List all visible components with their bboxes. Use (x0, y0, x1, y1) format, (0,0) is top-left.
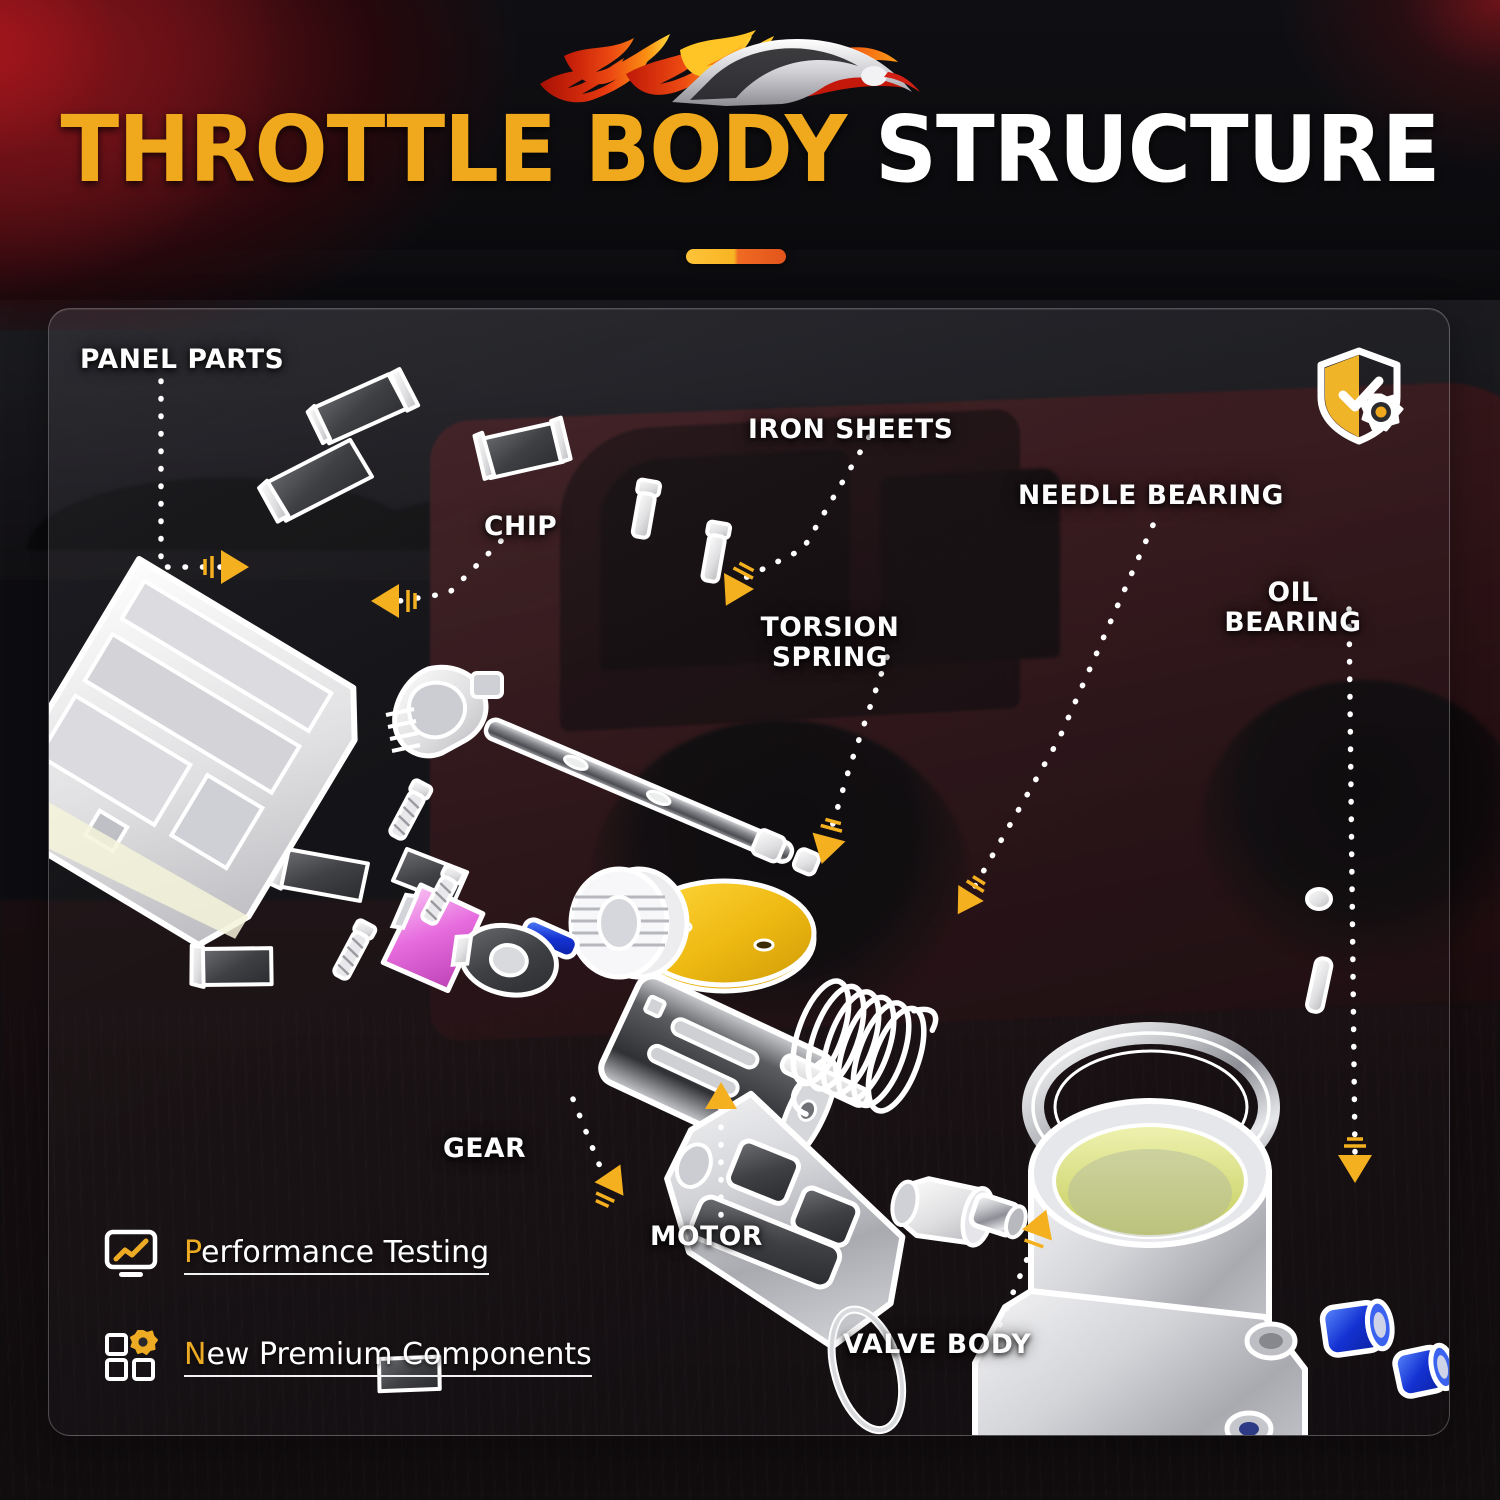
callout-valve-body: VALVE BODY (843, 1329, 1032, 1360)
part-screws-left (332, 778, 466, 981)
part-needle-bearing (968, 1192, 1028, 1240)
part-oil-bearings (1319, 1298, 1449, 1399)
page-title: THROTTLE BODY STRUCTURE (0, 104, 1500, 196)
feature-performance-testing: Performance Testing (104, 1228, 490, 1282)
part-iron-sheet-disc (631, 878, 817, 994)
callout-iron-sheets: IRON SHEETS (748, 414, 954, 445)
callout-panel-parts: PANEL PARTS (80, 344, 285, 375)
part-screws-top (630, 477, 733, 584)
callout-torsion-spring: TORSION SPRING (760, 612, 900, 674)
page-title-part-1: THROTTLE BODY (60, 96, 876, 203)
callout-chip: CHIP (484, 511, 558, 542)
part-small-pins (1305, 887, 1334, 1014)
feature-2-first-letter: N (184, 1337, 207, 1372)
callout-motor: MOTOR (650, 1221, 763, 1252)
title-divider (686, 249, 786, 264)
part-gear (520, 866, 690, 980)
callout-oil-bearing: OIL BEARING (1224, 577, 1362, 639)
page-title-part-2: STRUCTURE (875, 96, 1440, 203)
feature-new-premium-components: New Premium Components (104, 1330, 592, 1384)
callout-needle-bearing: NEEDLE BEARING (1018, 480, 1284, 511)
part-chip (380, 882, 486, 994)
callout-gear: GEAR (443, 1133, 527, 1164)
part-panel-body (49, 556, 358, 948)
chart-monitor-icon (104, 1228, 158, 1282)
part-pin (779, 1053, 870, 1108)
flame-car-logo (530, 28, 930, 116)
part-throttle-plate (450, 922, 559, 998)
feature-new-premium-components-label: New Premium Components (184, 1337, 592, 1377)
feature-1-first-letter: P (184, 1235, 202, 1270)
header: THROTTLE BODY STRUCTURE (0, 0, 1500, 300)
feature-1-rest: erformance Testing (201, 1235, 490, 1270)
callout-leader-lines (158, 378, 1358, 1344)
part-white-bushing (890, 1176, 995, 1248)
part-chrome-ring (1022, 1022, 1280, 1192)
grid-gear-icon (104, 1330, 158, 1384)
part-torsion-spring (790, 978, 939, 1117)
quality-shield-badge (1307, 343, 1411, 447)
part-throttle-shaft (483, 717, 822, 877)
part-motor (598, 973, 839, 1165)
feature-2-rest: ew Premium Components (206, 1337, 592, 1372)
feature-performance-testing-label: Performance Testing (184, 1235, 490, 1275)
header-red-glow-right (1240, 0, 1500, 180)
part-shaft-lever (385, 664, 504, 759)
